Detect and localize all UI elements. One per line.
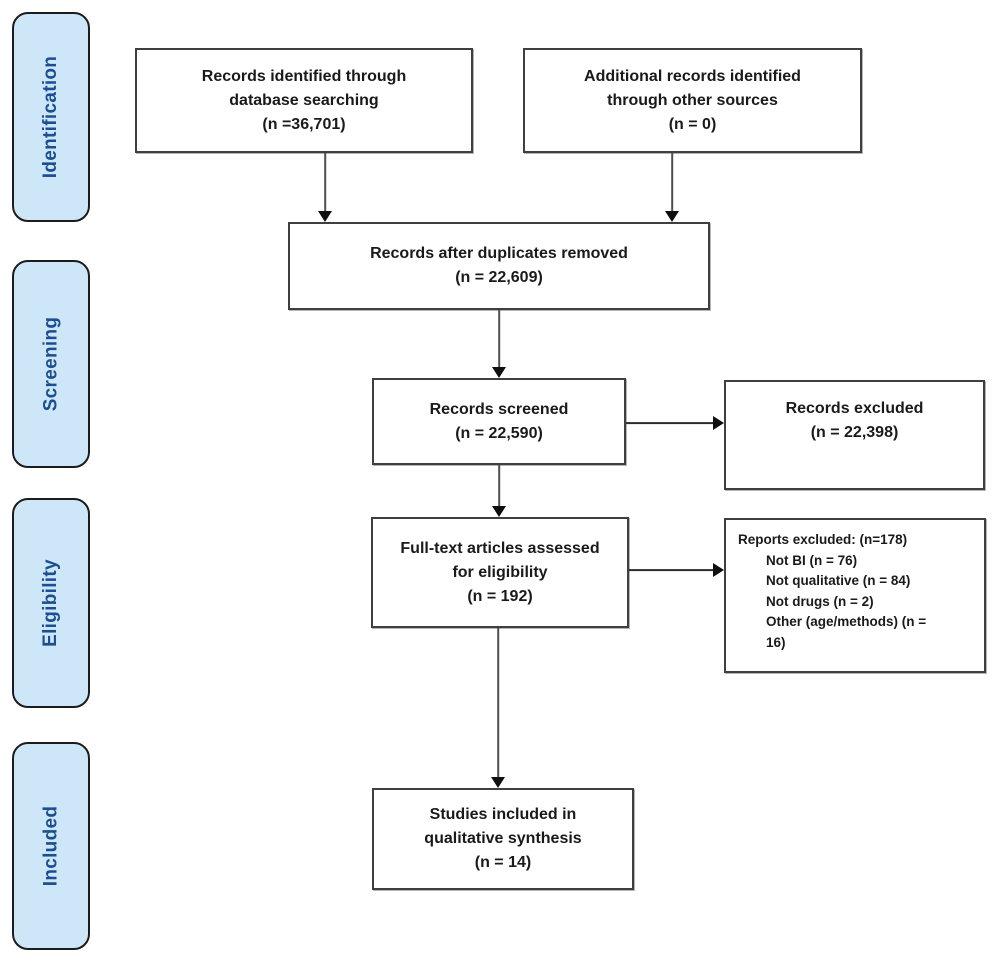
arrow-fulltext-to-included [491, 628, 505, 788]
reports-excluded-content: Reports excluded: (n=178) Not BI (n = 76… [738, 530, 926, 653]
arrow-shaft [498, 310, 500, 369]
reports-excluded-item: Not BI (n = 76) [766, 552, 858, 568]
box-studies-included-qualitative: Studies included in qualitative synthesi… [372, 788, 634, 890]
arrow-shaft [629, 569, 715, 571]
arrow-head [713, 416, 724, 430]
arrow-head [491, 777, 505, 788]
box-fulltext-assessed: Full-text articles assessed for eligibil… [371, 517, 629, 628]
arrow-head [713, 563, 724, 577]
reports-excluded-items: Not BI (n = 76) Not qualitative (n = 84)… [738, 551, 926, 654]
stage-label: Identification [40, 55, 62, 179]
box-text: Additional records identified through ot… [584, 67, 801, 133]
arrow-othersources-to-duplicates [665, 153, 679, 222]
box-text: Records identified through database sear… [201, 67, 407, 133]
arrow-screened-to-fulltext [492, 465, 506, 517]
box-reports-excluded: Reports excluded: (n=178) Not BI (n = 76… [724, 518, 986, 673]
arrow-shaft [497, 628, 499, 779]
stage-band-eligibility: Eligibility [12, 498, 90, 708]
arrow-fulltext-to-reports-excluded [629, 563, 724, 577]
box-records-excluded: Records excluded (n = 22,398) [724, 380, 985, 490]
stage-label: Eligibility [40, 559, 62, 647]
arrow-head [318, 211, 332, 222]
reports-excluded-item: Other (age/methods) (n = 16) [766, 614, 927, 650]
box-text: Studies included in qualitative synthesi… [424, 806, 582, 871]
arrow-screened-to-records-excluded [626, 416, 724, 430]
stage-band-screening: Screening [12, 260, 90, 468]
reports-excluded-item: Not drugs (n = 2) [766, 593, 874, 609]
arrow-shaft [498, 465, 500, 508]
reports-excluded-title: Reports excluded: (n=178) [738, 532, 908, 547]
arrow-shaft [626, 422, 715, 424]
arrow-database-to-duplicates [318, 153, 332, 222]
box-records-identified-database: Records identified through database sear… [135, 48, 473, 153]
stage-label: Screening [40, 316, 62, 412]
arrow-head [492, 367, 506, 378]
box-text: Records screened (n = 22,590) [429, 400, 569, 442]
stage-band-included: Included [12, 742, 90, 950]
box-text: Full-text articles assessed for eligibil… [400, 539, 600, 605]
stage-label: Included [40, 805, 62, 887]
box-text: Records excluded (n = 22,398) [785, 400, 924, 441]
reports-excluded-item: Not qualitative (n = 84) [766, 573, 911, 588]
arrow-duplicates-to-screened [492, 310, 506, 378]
box-additional-records-other-sources: Additional records identified through ot… [523, 48, 862, 153]
stage-band-identification: Identification [12, 12, 90, 222]
arrow-shaft [671, 153, 673, 213]
arrow-head [665, 211, 679, 222]
box-records-after-duplicates-removed: Records after duplicates removed (n = 22… [288, 222, 710, 310]
arrow-shaft [324, 153, 326, 213]
box-text: Records after duplicates removed (n = 22… [370, 245, 628, 286]
arrow-head [492, 506, 506, 517]
box-records-screened: Records screened (n = 22,590) [372, 378, 626, 465]
